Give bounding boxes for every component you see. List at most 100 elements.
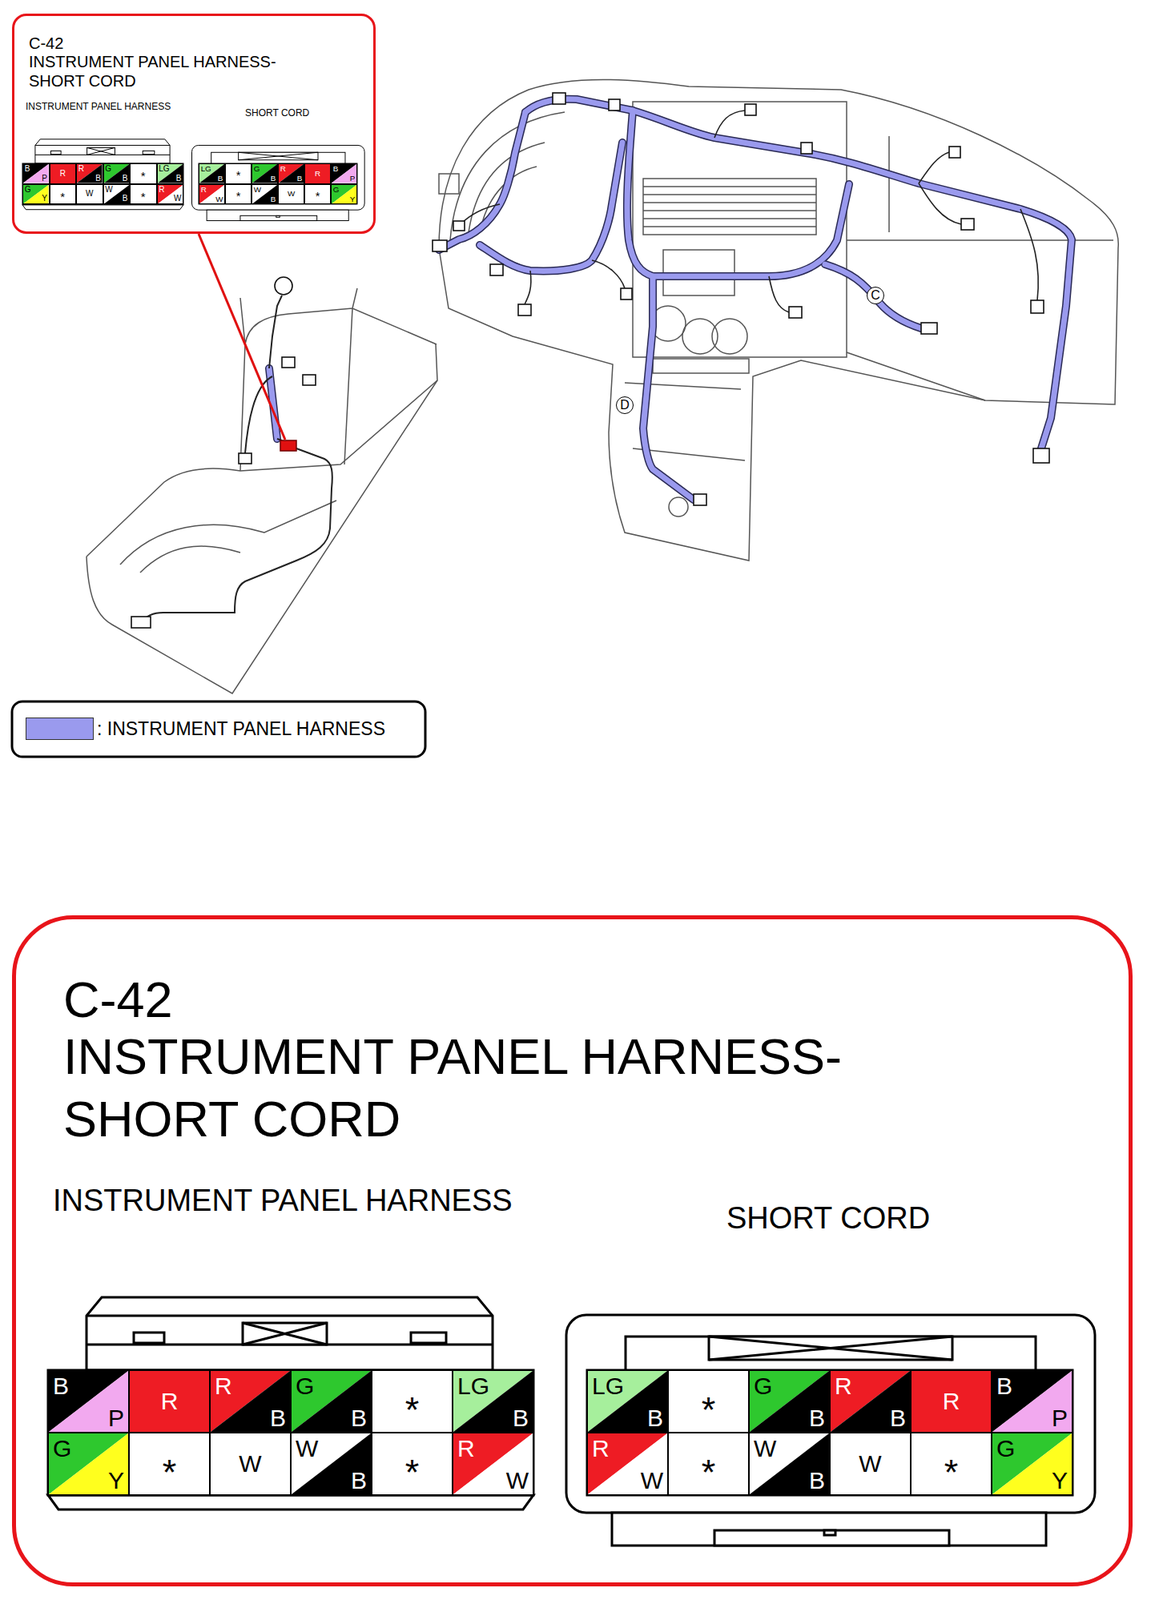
wire-stripe-code-holder: B [217, 174, 224, 183]
armrest-pad [140, 546, 241, 573]
wire-color-main [104, 164, 130, 184]
wire-color-code-holder: W [753, 1436, 777, 1461]
wire-stripe-code: B [270, 174, 277, 183]
console-wiring [144, 295, 333, 621]
wire-color-code: G [104, 165, 112, 174]
pin-cell: LG B [198, 163, 226, 185]
harness-run [643, 276, 694, 500]
unused-pin-mark: * [944, 1453, 959, 1490]
unused-pin-mark-holder: * [225, 164, 251, 184]
wire-color-code: R [78, 165, 85, 174]
wire-stripe-code-holder: W [173, 194, 182, 203]
pin-cell: * [304, 184, 331, 206]
wire-color-stripe [76, 164, 103, 184]
lock-box [708, 1336, 953, 1361]
wire-stripe-code: P [350, 174, 356, 183]
wire-stripe-code: B [808, 1406, 825, 1431]
wire-stripe-code-holder: P [108, 1406, 125, 1431]
console-top [86, 380, 438, 557]
legend-text: : INSTRUMENT PANEL HARNESS [96, 717, 386, 741]
housing-lip [48, 1495, 534, 1510]
pin-cell: * [668, 1370, 749, 1433]
unused-pin-mark-holder: * [129, 1433, 210, 1495]
wire-stripe-code-holder: P [350, 174, 356, 183]
wire-color-stripe [749, 1433, 830, 1495]
connector [518, 304, 532, 316]
wire-color-code-holder: W [76, 185, 103, 205]
pin-cell: BP [22, 163, 50, 185]
wire-stripe-code: W [506, 1468, 529, 1494]
connector-side-label-holder: INSTRUMENT PANEL HARNESS [52, 1182, 513, 1220]
wire-stripe-code: B [176, 174, 182, 183]
pin-cell: * [371, 1370, 453, 1433]
housing-body [566, 1315, 1095, 1514]
wire-color-code-holder: LG [457, 1374, 490, 1399]
wire-stripe-code-holder: Y [1051, 1468, 1068, 1494]
wire-stripe-code: P [41, 174, 48, 183]
harness-run [643, 276, 694, 500]
wire [714, 110, 745, 138]
connector-callout-box: C-42INSTRUMENT PANEL HARNESS- SHORT CORD… [12, 13, 376, 234]
unused-pin-mark: * [140, 190, 146, 203]
wire-color-stripe [104, 164, 130, 184]
pin-cell: R [910, 1370, 992, 1433]
pin-cell: * [225, 184, 252, 206]
wire [918, 183, 962, 225]
pin-cell: RW [198, 184, 226, 206]
wire-color-code-holder: R [280, 165, 286, 174]
wire-color-code: R [314, 169, 321, 178]
wire-color-code-holder: B [52, 1374, 69, 1399]
wire-color-code: W [104, 185, 113, 194]
wire-color-main [749, 1433, 830, 1495]
wire-color-code: W [295, 1436, 318, 1461]
pin-cell: R [128, 1370, 210, 1433]
wire-stripe-code-holder: B [270, 195, 277, 204]
wire-stripe-code-holder: B [808, 1406, 825, 1431]
wire [245, 376, 273, 454]
wire-stripe-code-holder: B [297, 174, 303, 183]
connector-side-label: SHORT CORD [245, 107, 310, 119]
wire-color-main [48, 1371, 129, 1433]
pin-cell: * [668, 1432, 749, 1496]
housing-line [86, 1315, 493, 1345]
wire-color-code-holder: W [278, 185, 304, 205]
unused-pin-mark-holder: * [911, 1433, 991, 1495]
unused-pin-mark-holder: * [372, 1371, 452, 1433]
pin-cell: RW [587, 1432, 669, 1496]
housing-foot [206, 209, 349, 221]
lock-box [238, 152, 318, 160]
lock-cross [87, 147, 116, 155]
lock-box [87, 147, 116, 155]
unused-pin-mark-holder: * [305, 185, 330, 205]
connector-face: SHORT CORDLGB*GBRBRBPRW*WBW*GY [198, 163, 358, 205]
unused-pin-mark: * [405, 1453, 420, 1490]
pin-cell: BP [330, 163, 358, 185]
connector-side-label-holder: SHORT CORD [245, 107, 310, 119]
harness-connectors [432, 92, 1050, 506]
wire-color-code-holder: G [333, 185, 340, 194]
wire-color-main [199, 164, 225, 184]
housing-shape [48, 1297, 534, 1510]
center-vent [643, 178, 817, 235]
pin-cell: RB [277, 163, 305, 185]
branch-wires [460, 110, 1039, 313]
wire-color-main [48, 1433, 129, 1495]
wire-color-code: G [333, 185, 340, 194]
wire-color-stripe [23, 164, 49, 184]
pin-cell: W [209, 1432, 291, 1496]
connector-code-holder: C-42 [63, 968, 174, 1031]
wire-color-code-holder: LG [201, 165, 212, 174]
wire-color-main [76, 164, 103, 184]
wire-color-stripe [48, 1433, 129, 1495]
pin-cell: * [129, 163, 157, 185]
legend-box [12, 701, 426, 757]
housing-slot [410, 1332, 447, 1344]
wire-color-code-holder: G [295, 1374, 314, 1399]
wire-stripe-code: Y [1051, 1468, 1068, 1494]
pin-frame [22, 163, 184, 206]
wire-stripe-code: B [269, 1406, 286, 1431]
wire-color-code: W [287, 189, 295, 198]
pin-cell: WB [251, 184, 278, 206]
connector-title: INSTRUMENT PANEL HARNESS- SHORT CORD [63, 1025, 897, 1151]
